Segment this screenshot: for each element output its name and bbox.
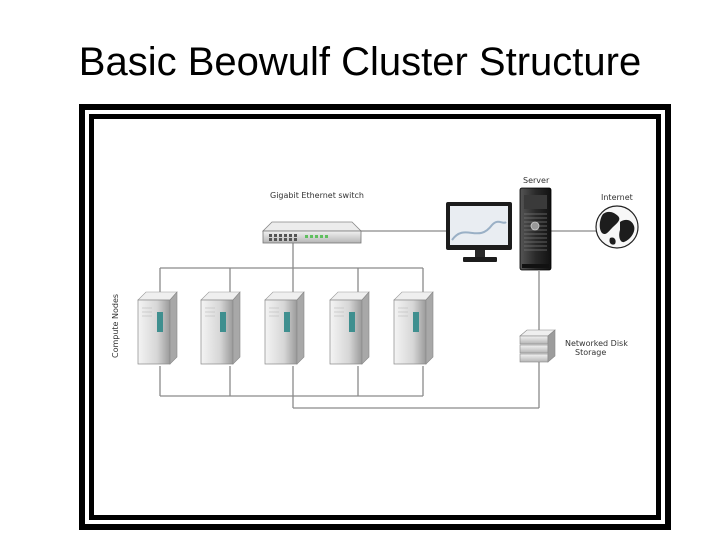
compute-nodes-label: Compute Nodes (111, 294, 120, 358)
internet-globe-icon (595, 205, 639, 249)
compute-node-4 (329, 291, 370, 365)
compute-node-2 (200, 291, 241, 365)
page-title: Basic Beowulf Cluster Structure (78, 40, 642, 84)
picture-frame (79, 104, 671, 530)
server-label: Server (523, 176, 550, 185)
switch-label: Gigabit Ethernet switch (270, 191, 364, 200)
ethernet-switch-icon (262, 221, 362, 244)
network-lines (159, 230, 598, 409)
storage-label-line1: Networked Disk (565, 339, 628, 348)
monitor-icon (446, 202, 512, 262)
storage-label-line2: Storage (575, 348, 606, 357)
internet-label: Internet (601, 193, 633, 202)
disk-storage-icon (519, 329, 556, 363)
compute-node-1 (137, 291, 178, 365)
server-tower-icon (519, 187, 552, 271)
compute-node-3 (264, 291, 305, 365)
compute-node-5 (393, 291, 434, 365)
